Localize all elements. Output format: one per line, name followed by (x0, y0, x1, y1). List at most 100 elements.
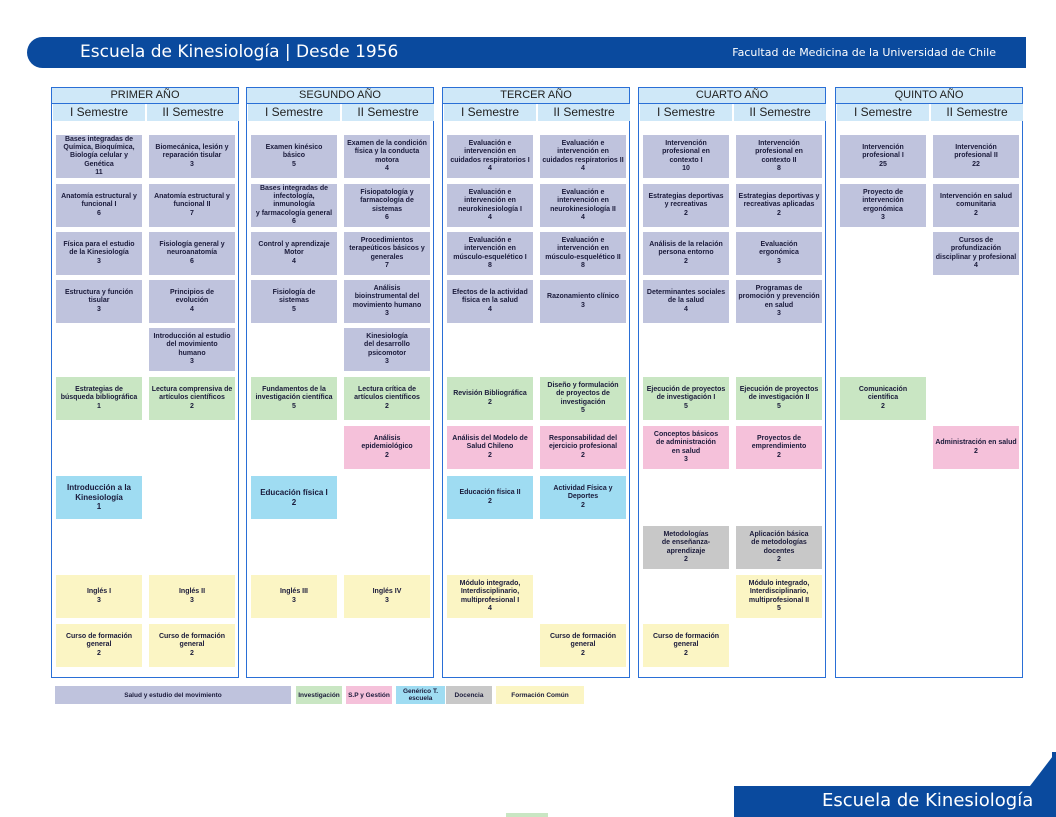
header-band (27, 37, 1026, 68)
course-label: Introducción a la Kinesiología 1 (66, 483, 131, 512)
course-cell: Diseño y formulación de proyectos de inv… (540, 377, 626, 420)
course-label: Responsabilidad del ejercicio profesiona… (548, 435, 618, 459)
legend-item: S.P y Gestión (346, 686, 392, 704)
semester-header: II Semestre (931, 104, 1023, 121)
course-cell: Examen kinésico básico 5 (251, 135, 337, 178)
course-label: Estrategias deportivas y recreativas 2 (648, 193, 724, 217)
course-label: Curso de formación general 2 (65, 633, 133, 657)
semester-header: I Semestre (53, 104, 145, 121)
faculty-subtitle: Facultad de Medicina de la Universidad d… (732, 46, 996, 59)
semester-header: II Semestre (147, 104, 239, 121)
course-cell: Lectura crítica de artículos científicos… (344, 377, 430, 420)
course-cell: Ejecución de proyectos de investigación … (643, 377, 729, 420)
course-cell: Estrategias de búsqueda bibliográfica 1 (56, 377, 142, 420)
course-label: Intervención en salud comunitaria 2 (940, 193, 1012, 217)
course-cell: Biomecánica, lesión y reparación tisular… (149, 135, 235, 178)
course-cell: Análisis bioinstrumental del movimiento … (344, 280, 430, 323)
semester-header: I Semestre (444, 104, 536, 121)
course-label: Intervención profesional I 25 (862, 144, 904, 168)
course-label: Kinesiología del desarrollo psicomotor 3 (364, 332, 410, 365)
course-label: Inglés I 3 (86, 588, 112, 604)
course-cell: Módulo integrado, Interdisciplinario, mu… (736, 575, 822, 618)
course-cell: Evaluación e intervención en neurokinesi… (540, 184, 626, 227)
course-cell: Examen de la condición física y la condu… (344, 135, 430, 178)
course-label: Análisis de la relación persona entorno … (649, 241, 723, 265)
course-label: Evaluación e intervención en músculo-esq… (453, 236, 527, 269)
course-cell: Procedimientos terapeúticos básicos y ge… (344, 232, 430, 275)
course-cell: Inglés I 3 (56, 575, 142, 618)
course-cell: Introducción al estudio del movimiento h… (149, 328, 235, 371)
course-cell: Análisis epidemiológico 2 (344, 426, 430, 469)
course-label: Proyecto de intervención ergonómica 3 (862, 188, 904, 221)
course-label: Evaluación e intervención en cuidados re… (450, 139, 530, 172)
course-cell: Inglés II 3 (149, 575, 235, 618)
semester-header: I Semestre (837, 104, 929, 121)
semester-header: I Semestre (248, 104, 340, 121)
course-label: Evaluación e intervención en neurokinesi… (550, 188, 616, 221)
course-cell: Aplicación básica de metodologías docent… (736, 526, 822, 569)
course-cell: Proyectos de emprendimiento 2 (736, 426, 822, 469)
semester-header: II Semestre (538, 104, 630, 121)
page-title: Escuela de Kinesiología | Desde 1956 (80, 42, 399, 62)
course-label: Inglés III 3 (279, 588, 308, 604)
semester-header: I Semestre (640, 104, 732, 121)
course-label: Biomecánica, lesión y reparación tisular… (155, 144, 229, 168)
course-cell: Control y aprendizaje Motor 4 (251, 232, 337, 275)
course-label: Curso de formación general 2 (652, 633, 720, 657)
year-header: PRIMER AÑO (52, 88, 238, 104)
year-header: CUARTO AÑO (639, 88, 825, 104)
course-label: Lectura crítica de artículos científicos… (354, 386, 420, 410)
course-cell: Intervención profesional en contexto I 1… (643, 135, 729, 178)
course-cell: Ejecución de proyectos de investigación … (736, 377, 822, 420)
course-label: Intervención profesional II 22 (954, 144, 998, 168)
course-label: Introducción al estudio del movimiento h… (153, 332, 231, 365)
course-label: Curso de formación general 2 (549, 633, 617, 657)
course-cell: Estructura y función tisular 3 (56, 280, 142, 323)
course-cell: Evaluación e intervención en cuidados re… (447, 135, 533, 178)
course-label: Anatomía estructural y funcional II 7 (154, 193, 230, 217)
course-cell: Curso de formación general 2 (643, 624, 729, 667)
course-label: Actividad Física y Deportes 2 (553, 485, 613, 509)
course-cell: Introducción a la Kinesiología 1 (56, 476, 142, 519)
course-cell: Actividad Física y Deportes 2 (540, 476, 626, 519)
course-cell: Curso de formación general 2 (540, 624, 626, 667)
course-label: Análisis del Modelo de Salud Chileno 2 (452, 435, 528, 459)
course-label: Evaluación e intervención en cuidados re… (542, 139, 624, 172)
course-label: Lectura comprensiva de artículos científ… (151, 386, 233, 410)
course-label: Efectos de la actividad física en la sal… (452, 289, 528, 313)
course-cell: Evaluación e intervención en músculo-esq… (540, 232, 626, 275)
footer-title: Escuela de Kinesiología (822, 790, 1034, 811)
course-label: Examen de la condición física y la condu… (347, 139, 427, 172)
course-cell: Fundamentos de la investigación científi… (251, 377, 337, 420)
course-cell: Razonamiento clínico 3 (540, 280, 626, 323)
course-label: Aplicación básica de metodologías docent… (749, 530, 809, 563)
course-label: Diseño y formulación de proyectos de inv… (547, 381, 619, 414)
course-cell: Curso de formación general 2 (56, 624, 142, 667)
course-cell: Efectos de la actividad física en la sal… (447, 280, 533, 323)
course-cell: Evaluación e intervención en músculo-esq… (447, 232, 533, 275)
course-label: Conceptos básicos de administración en s… (653, 430, 719, 463)
course-label: Administración en salud 2 (935, 439, 1017, 455)
course-cell: Anatomía estructural y funcional I 6 (56, 184, 142, 227)
course-cell: Fisiología de sistemas 5 (251, 280, 337, 323)
course-label: Curso de formación general 2 (158, 633, 226, 657)
course-cell: Evaluación e intervención en neurokinesi… (447, 184, 533, 227)
course-label: Módulo integrado, Interdisciplinario, mu… (459, 579, 521, 612)
course-label: Bases integradas de infectología, inmuno… (255, 184, 333, 225)
course-cell: Intervención profesional en contexto II … (736, 135, 822, 178)
course-cell: Metodologías de enseñanza- aprendizaje 2 (643, 526, 729, 569)
course-cell: Responsabilidad del ejercicio profesiona… (540, 426, 626, 469)
year-header: QUINTO AÑO (836, 88, 1022, 104)
course-cell: Cursos de profundización disciplinar y p… (933, 232, 1019, 275)
course-label: Intervención profesional en contexto II … (755, 139, 803, 172)
course-cell: Fisiopatología y farmacología de sistema… (344, 184, 430, 227)
course-label: Razonamiento clínico 3 (547, 293, 619, 309)
course-label: Análisis bioinstrumental del movimiento … (352, 284, 422, 317)
course-label: Proyectos de emprendimiento 2 (751, 435, 807, 459)
course-cell: Administración en salud 2 (933, 426, 1019, 469)
course-label: Determinantes sociales de la salud 4 (646, 289, 726, 313)
course-cell: Estrategias deportivas y recreativas 2 (643, 184, 729, 227)
